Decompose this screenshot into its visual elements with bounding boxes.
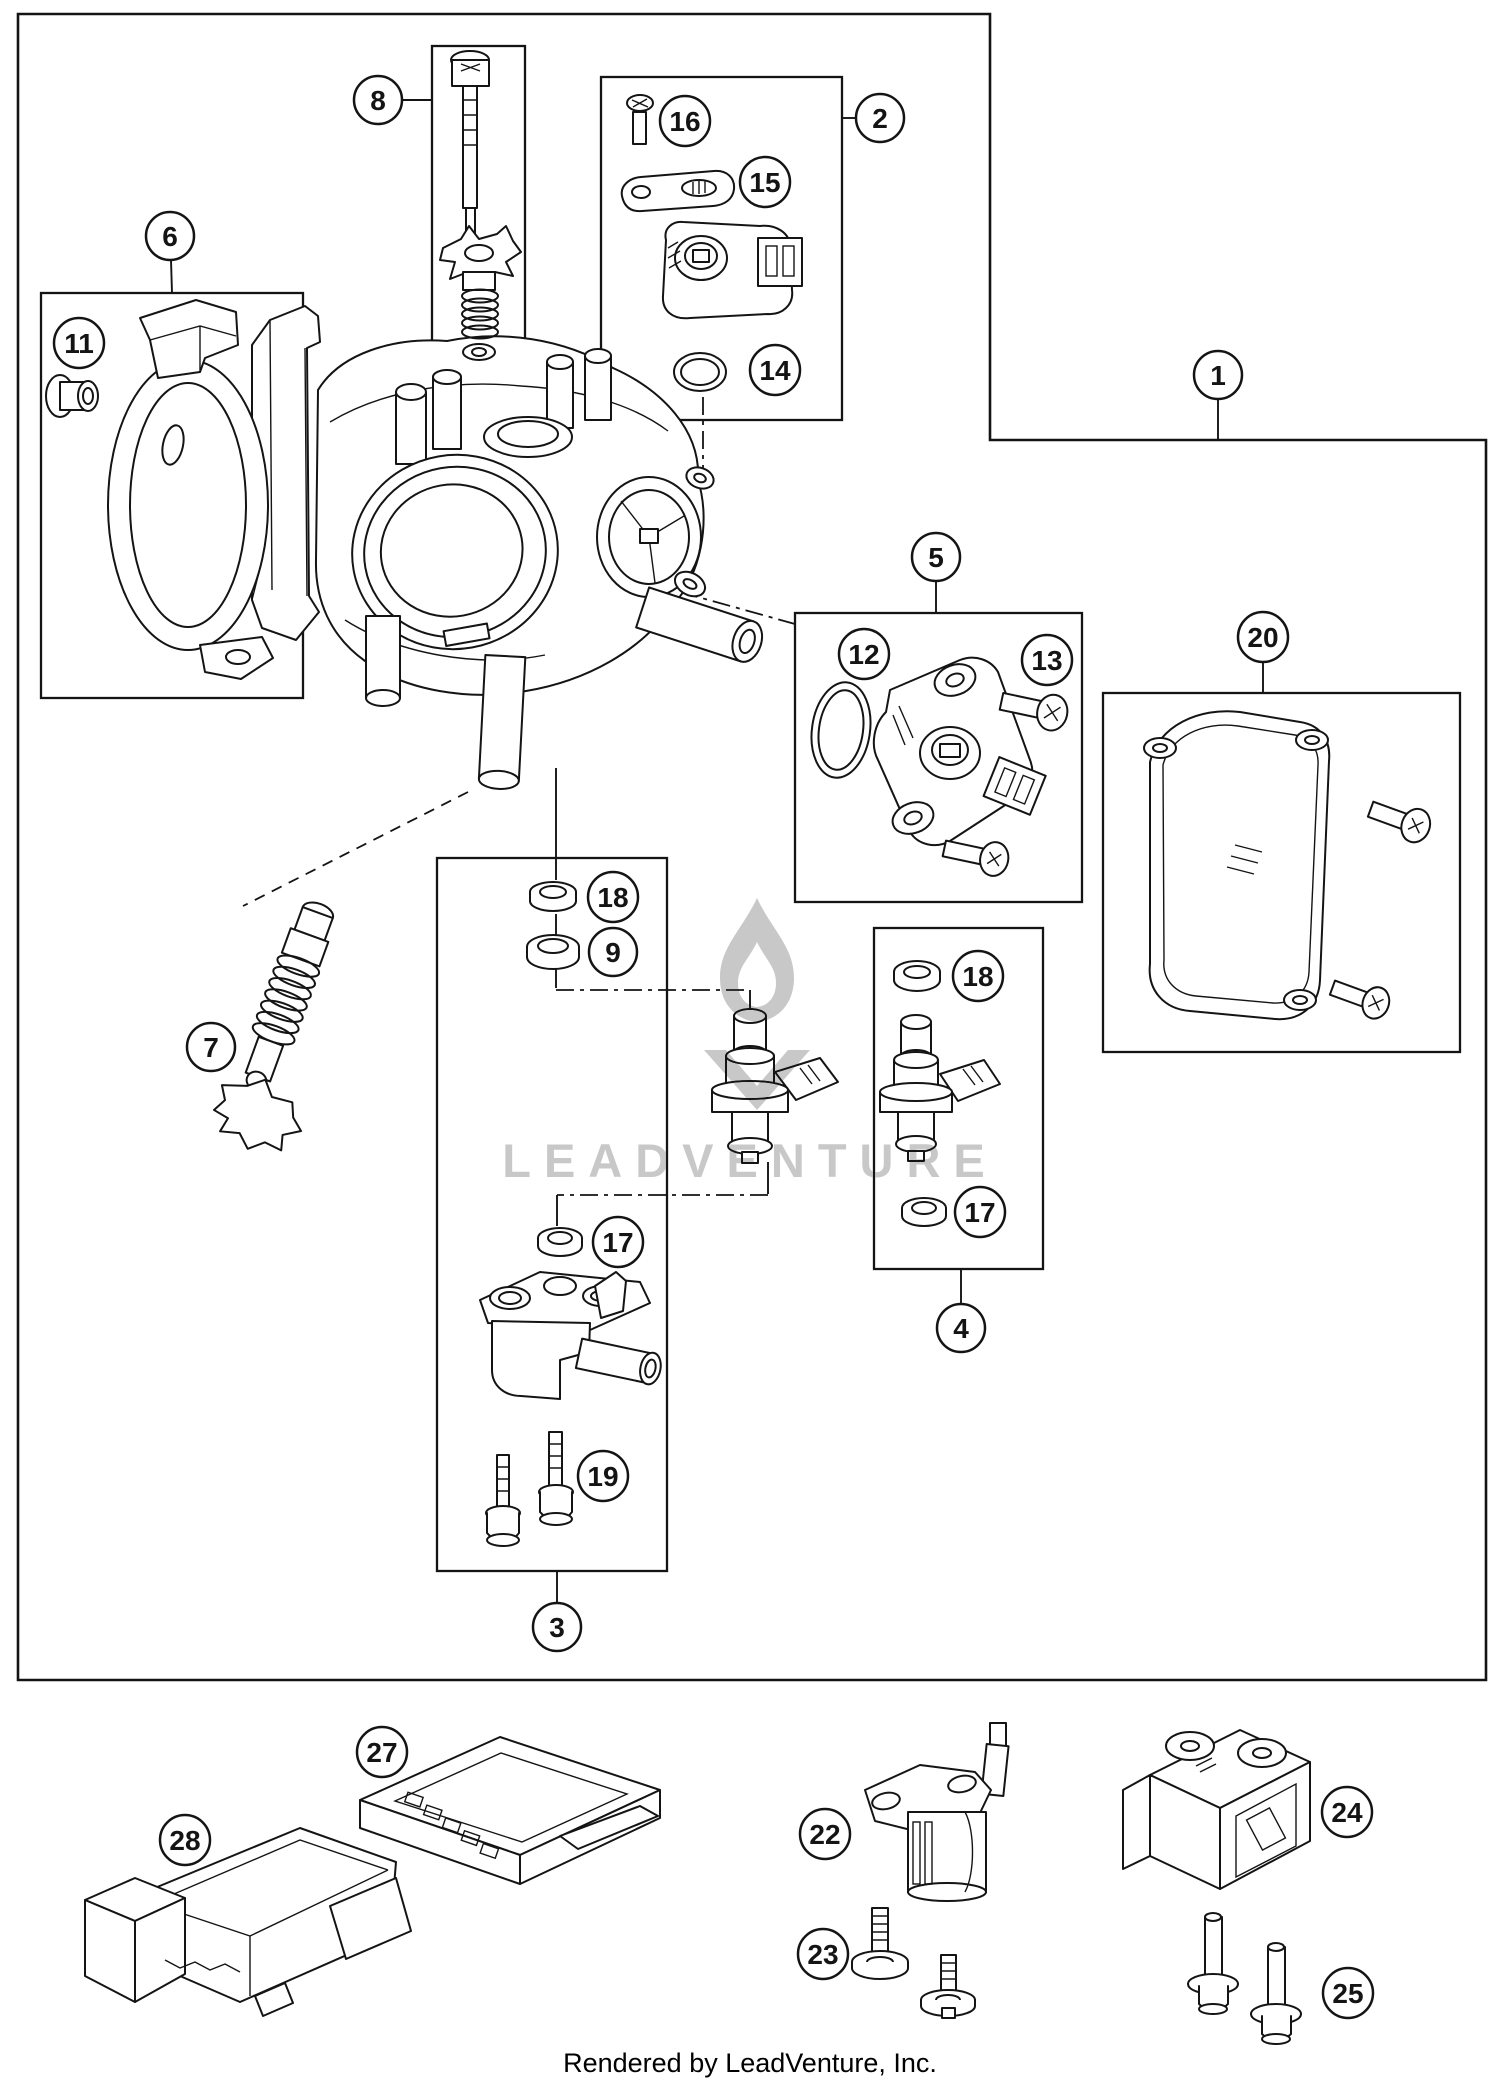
callout-16[interactable]: 16	[658, 94, 712, 148]
svg-text:22: 22	[809, 1819, 840, 1850]
callout-13[interactable]: 13	[1020, 633, 1074, 687]
leader-lines	[170, 99, 1264, 1603]
svg-text:5: 5	[928, 542, 944, 573]
callout-18-box3[interactable]: 18	[586, 870, 640, 924]
callout-23[interactable]: 23	[796, 1927, 850, 1981]
ecu-illustration	[359, 1736, 661, 1885]
svg-text:15: 15	[749, 167, 780, 198]
box-8	[430, 44, 527, 387]
svg-text:4: 4	[953, 1313, 969, 1344]
top-bosses	[395, 348, 612, 465]
watermark-text: LEADVENTURE	[502, 1134, 998, 1187]
callout-14[interactable]: 14	[748, 343, 802, 397]
throttle-body-illustration	[251, 305, 764, 790]
box-4	[872, 926, 1045, 1271]
callout-5[interactable]: 5	[910, 531, 962, 583]
watermark: LEADVENTURE	[502, 898, 998, 1187]
purge-valve-parts	[479, 881, 662, 1547]
svg-text:28: 28	[169, 1825, 200, 1856]
callout-17-box3[interactable]: 17	[591, 1215, 645, 1269]
svg-text:7: 7	[203, 1032, 219, 1063]
callout-25[interactable]: 25	[1321, 1966, 1375, 2020]
sensor-kit-parts	[620, 94, 803, 392]
clamp-bracket-parts	[45, 299, 274, 680]
tps-parts	[810, 656, 1069, 877]
svg-text:12: 12	[848, 639, 879, 670]
callout-18-box4[interactable]: 18	[951, 949, 1005, 1003]
sensor-22-illustration	[864, 1722, 1010, 1902]
svg-text:18: 18	[962, 961, 993, 992]
callout-15[interactable]: 15	[738, 155, 792, 209]
adjuster-screw-illustration	[212, 901, 335, 1152]
svg-text:19: 19	[587, 1461, 618, 1492]
callout-20[interactable]: 20	[1236, 610, 1290, 664]
callout-28[interactable]: 28	[158, 1813, 212, 1867]
svg-text:1: 1	[1210, 360, 1226, 391]
svg-text:13: 13	[1031, 645, 1062, 676]
svg-text:14: 14	[759, 355, 791, 386]
box-20	[1101, 691, 1462, 1054]
callout-19[interactable]: 19	[576, 1449, 630, 1503]
main-frame	[16, 12, 1488, 1682]
bracket-illustration	[84, 1827, 412, 2017]
bolts-25-illustration	[1187, 1912, 1302, 2045]
svg-text:6: 6	[162, 221, 178, 252]
svg-text:27: 27	[366, 1737, 397, 1768]
cover-parts	[1143, 710, 1432, 1021]
idle-screw-parts	[439, 50, 522, 361]
throttle-bore	[351, 453, 559, 651]
callout-11[interactable]: 11	[52, 316, 106, 370]
callout-6[interactable]: 6	[144, 210, 196, 262]
footer-credit: Rendered by LeadVenture, Inc.	[563, 2048, 937, 2078]
callout-7[interactable]: 7	[185, 1021, 237, 1073]
injector-kit-parts	[879, 960, 1001, 1227]
box-3	[435, 856, 669, 1573]
box-5	[793, 611, 1084, 904]
svg-text:16: 16	[669, 106, 700, 137]
callout-27[interactable]: 27	[355, 1725, 409, 1779]
svg-text:25: 25	[1332, 1978, 1363, 2009]
svg-text:18: 18	[597, 882, 628, 913]
svg-text:17: 17	[964, 1197, 995, 1228]
svg-text:3: 3	[549, 1612, 565, 1643]
svg-text:20: 20	[1247, 622, 1278, 653]
svg-text:11: 11	[64, 328, 94, 359]
callout-12[interactable]: 12	[837, 627, 891, 681]
svg-text:24: 24	[1331, 1797, 1363, 1828]
flame-icon	[704, 898, 810, 1110]
callout-24[interactable]: 24	[1320, 1785, 1374, 1839]
svg-text:8: 8	[370, 85, 386, 116]
screws-23-illustration	[851, 1907, 976, 2019]
callout-3[interactable]: 3	[531, 1601, 583, 1653]
hose-boss	[635, 586, 764, 663]
svg-text:17: 17	[602, 1227, 633, 1258]
callout-22[interactable]: 22	[798, 1807, 852, 1861]
box-2	[599, 75, 844, 422]
svg-text:2: 2	[872, 103, 888, 134]
callout-1[interactable]: 1	[1192, 349, 1244, 401]
callout-2[interactable]: 2	[854, 92, 906, 144]
svg-text:9: 9	[605, 937, 621, 968]
callout-9[interactable]: 9	[587, 926, 639, 978]
svg-text:23: 23	[807, 1939, 838, 1970]
callout-4[interactable]: 4	[935, 1302, 987, 1354]
connector-24-illustration	[1122, 1729, 1311, 1890]
callout-8[interactable]: 8	[352, 74, 404, 126]
callout-17-box4[interactable]: 17	[953, 1185, 1007, 1239]
